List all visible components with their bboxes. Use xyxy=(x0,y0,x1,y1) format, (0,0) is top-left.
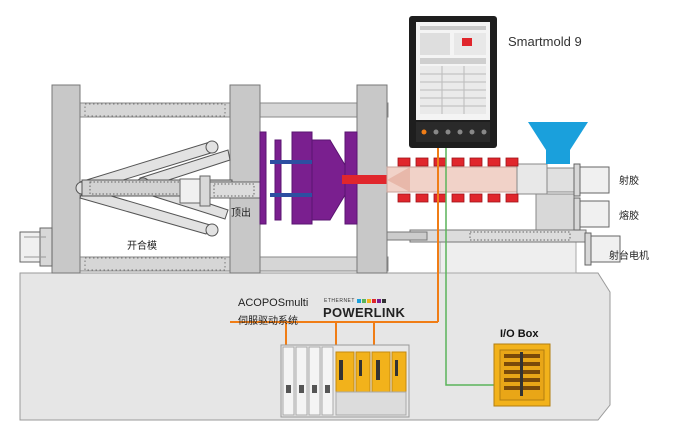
ejector-motor xyxy=(179,175,261,207)
nozzle xyxy=(342,175,387,184)
panel-title: Smartmold 9 xyxy=(508,34,582,49)
powerlink-network xyxy=(230,148,439,345)
open-close-mold-label: 开合模 xyxy=(127,241,157,252)
acoposmulti-drives xyxy=(280,344,410,418)
heater-bands xyxy=(397,157,519,203)
melting-label: 熔胶 xyxy=(619,211,639,222)
io-box-label: I/O Box xyxy=(500,328,539,340)
injection-label: 射胶 xyxy=(619,176,639,187)
drive-name-label: ACOPOSmulti xyxy=(238,297,309,309)
injection-carriage xyxy=(386,193,587,243)
ejector-label: 顶出 xyxy=(231,208,251,219)
ethernet-color-blocks xyxy=(357,299,386,303)
carriage-motor xyxy=(584,232,621,266)
io-box xyxy=(493,343,551,407)
injection-barrel xyxy=(386,163,578,195)
drive-desc-label: 伺服驱动系统 xyxy=(238,316,298,327)
ethernet-label: ETHERNET xyxy=(324,298,355,304)
moving-platen xyxy=(229,84,261,274)
carriage-motor-label: 射台电机 xyxy=(609,251,649,262)
powerlink-label: POWERLINK xyxy=(323,305,406,320)
rear-platen xyxy=(51,84,81,274)
io-link xyxy=(445,148,494,386)
melting-motor xyxy=(573,197,610,231)
hmi-panel[interactable] xyxy=(409,16,497,148)
clamp-motor xyxy=(19,227,53,267)
hopper xyxy=(528,122,588,164)
mold xyxy=(259,131,358,225)
injection-motor xyxy=(573,163,610,197)
